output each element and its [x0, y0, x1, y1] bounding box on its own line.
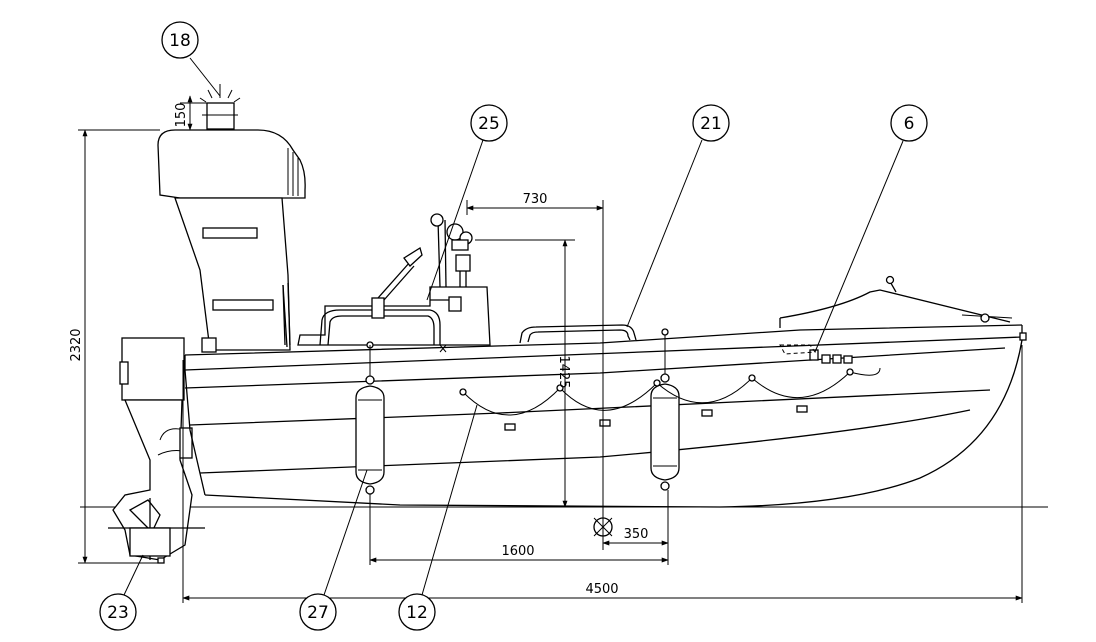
fenders — [355, 335, 680, 495]
dimension-labels: 2320 150 730 1425 1600 350 4500 — [69, 103, 648, 597]
dim-depth: 1425 — [556, 355, 571, 388]
dim-cg-offset: 350 — [624, 527, 649, 542]
balloon-18-label: 18 — [169, 31, 191, 51]
steering-console — [282, 213, 491, 353]
dimension-lines — [78, 95, 1023, 603]
navigation-light — [199, 84, 241, 130]
balloon-23: 23 — [99, 554, 144, 631]
balloon-25-label: 25 — [478, 114, 500, 134]
balloon-12-label: 12 — [406, 603, 428, 623]
balloon-18: 18 — [161, 21, 221, 97]
lifelines — [459, 367, 881, 431]
grab-rail — [366, 324, 669, 349]
dim-cg-longitudinal: 1600 — [501, 544, 534, 559]
dim-overall-height: 2320 — [69, 328, 84, 361]
balloon-12: 12 — [398, 404, 478, 631]
balloon-23-label: 23 — [107, 603, 129, 623]
dim-console-offset: 730 — [523, 192, 548, 207]
balloon-27: 27 — [299, 469, 368, 631]
balloon-27-label: 27 — [307, 603, 329, 623]
balloon-21: 21 — [626, 104, 730, 328]
dim-light-height: 150 — [174, 103, 189, 128]
balloon-6-label: 6 — [904, 114, 915, 134]
dim-overall-length: 4500 — [585, 582, 618, 597]
balloon-6: 6 — [814, 104, 928, 353]
balloon-25: 25 — [426, 104, 508, 301]
hull — [184, 275, 1027, 508]
balloon-21-label: 21 — [700, 114, 722, 134]
